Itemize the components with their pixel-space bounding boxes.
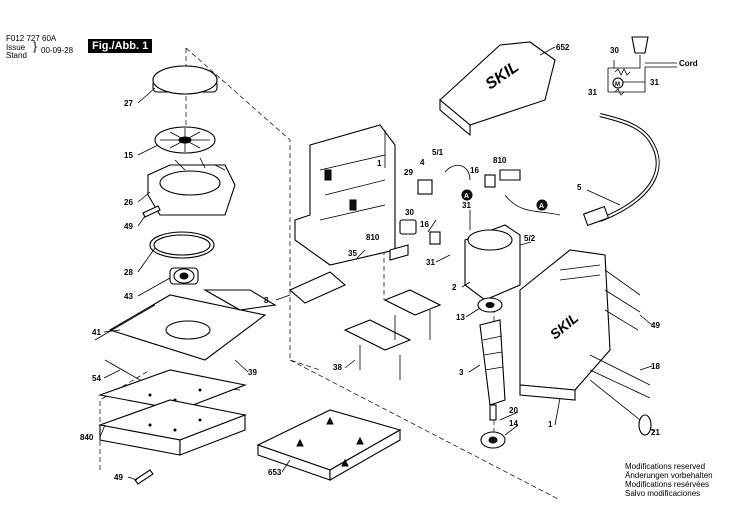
label-1b: 1 — [548, 420, 553, 429]
label-29: 29 — [404, 168, 413, 177]
part-26-dust-housing — [147, 157, 236, 216]
label-810: 810 — [493, 156, 507, 165]
doc-number: F012 727 60A — [6, 34, 57, 43]
label-16b: 16 — [420, 220, 429, 229]
part-29-switch — [399, 179, 433, 235]
part-21-bolt — [589, 379, 652, 436]
label-31b: 31 — [426, 258, 435, 267]
label-41: 41 — [92, 328, 101, 337]
label-35: 35 — [348, 249, 357, 258]
part-653-tray — [256, 409, 402, 481]
part-1-housing-half — [294, 124, 396, 266]
label-28: 28 — [124, 268, 133, 277]
label-1: 1 — [377, 159, 382, 168]
label-13: 13 — [456, 313, 465, 322]
label-49: 49 — [124, 222, 133, 231]
part-810-brush-holder — [389, 169, 521, 261]
label-3: 3 — [459, 368, 464, 377]
svg-text:A: A — [464, 193, 469, 200]
part-49-screw — [142, 205, 161, 218]
label-2: 2 — [452, 283, 457, 292]
part-38-brackets — [343, 289, 442, 380]
wires — [444, 164, 561, 216]
note-fr: Modifications resérvées — [625, 480, 710, 489]
part-54-pad — [97, 369, 247, 456]
note-en: Modifications reserved — [625, 462, 706, 471]
part-labels: 27 15 26 49 28 43 41 54 39 840 49 653 65… — [80, 43, 660, 482]
part-28-ring — [149, 231, 215, 259]
note-es: Salvo modificaciones — [625, 489, 701, 498]
part-5-cord — [582, 113, 660, 227]
label-31: 31 — [462, 201, 471, 210]
part-1-housing-right: SKIL — [519, 249, 611, 401]
issue-label: Issue — [6, 43, 26, 52]
label-5-1: 5/1 — [432, 148, 444, 157]
part-15-fan — [154, 126, 216, 154]
figure-label: Fig./Abb. 1 — [88, 39, 153, 53]
part-49-screws-right — [604, 269, 641, 331]
label-15: 15 — [124, 151, 133, 160]
label-54: 54 — [92, 374, 101, 383]
label-43: 43 — [124, 292, 133, 301]
label-20: 20 — [509, 406, 518, 415]
part-8-label — [288, 271, 347, 304]
label-810b: 810 — [366, 233, 380, 242]
part-14-bearing — [480, 431, 506, 449]
svg-text:A: A — [539, 203, 544, 210]
part-13-bearing — [477, 297, 503, 313]
label-21: 21 — [651, 428, 660, 437]
svg-text:M: M — [615, 82, 620, 88]
wiring-diagram: M 30 31 31 Cord — [588, 36, 698, 97]
label-5: 5 — [577, 183, 582, 192]
modifications-notes: Modifications reserved Änderungen vorbeh… — [625, 462, 713, 498]
label-26: 26 — [124, 198, 133, 207]
part-27-cap — [152, 65, 218, 95]
label-4: 4 — [420, 158, 425, 167]
part-3-armature — [479, 319, 506, 421]
label-8: 8 — [264, 296, 269, 305]
label-14: 14 — [509, 419, 518, 428]
part-43-bearing — [169, 267, 199, 285]
svg-text:31: 31 — [588, 88, 597, 97]
part-2-stator — [464, 224, 521, 301]
svg-text:30: 30 — [610, 46, 619, 55]
svg-text:31: 31 — [650, 78, 659, 87]
connector-a-marker-2: A — [536, 199, 548, 211]
note-de: Änderungen vorbehalten — [625, 471, 713, 480]
part-18-screws — [589, 354, 651, 399]
part-39-clamp — [202, 289, 277, 311]
label-30: 30 — [405, 208, 414, 217]
issue-date: 00-09-28 — [41, 46, 74, 55]
label-39: 39 — [248, 368, 257, 377]
part-41-base-plate — [94, 294, 267, 391]
label-653: 653 — [268, 468, 282, 477]
svg-text:Cord: Cord — [679, 59, 698, 68]
label-49c: 49 — [651, 321, 660, 330]
connector-a-marker-1: A — [461, 189, 473, 201]
stand-label: Stand — [6, 51, 27, 60]
label-49b: 49 — [114, 473, 123, 482]
label-5-2: 5/2 — [524, 234, 536, 243]
part-49-screw-bottom — [134, 469, 154, 485]
label-18: 18 — [651, 362, 660, 371]
part-16-brush — [429, 174, 496, 245]
label-840: 840 — [80, 433, 94, 442]
label-27: 27 — [124, 99, 133, 108]
label-38: 38 — [333, 363, 342, 372]
part-652-top-cover: SKIL — [439, 41, 556, 137]
label-16: 16 — [470, 166, 479, 175]
label-652: 652 — [556, 43, 570, 52]
